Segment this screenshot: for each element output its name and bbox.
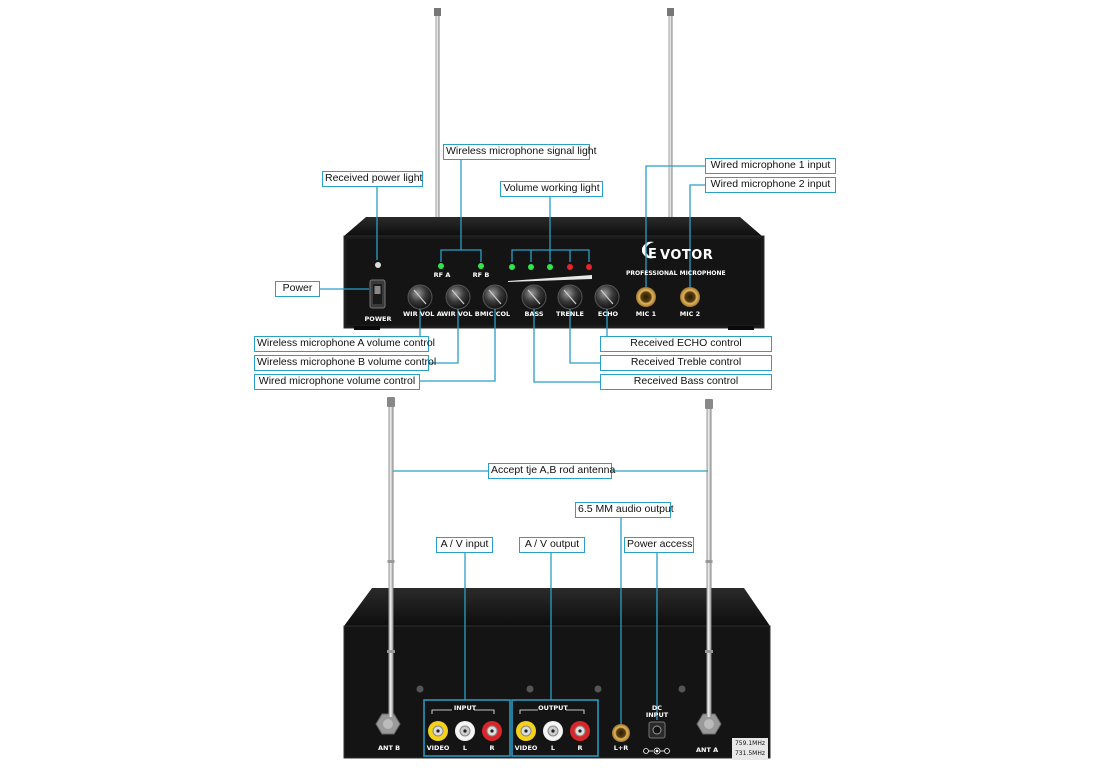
rf-b-label: RF B xyxy=(472,271,490,279)
screw xyxy=(526,685,534,693)
bass-label: BASS xyxy=(524,310,544,318)
callout-wired-mic2-input: Wired microphone 2 input xyxy=(705,177,836,193)
rf-a-led xyxy=(438,263,444,269)
ant-b-connector[interactable] xyxy=(375,713,401,735)
power-label: POWER xyxy=(364,315,392,323)
volume-led-3 xyxy=(547,264,553,270)
freq1-label: 759.1MHz xyxy=(734,740,765,747)
treble-label: TRENLE xyxy=(556,310,584,318)
video-out-label: VIDEO xyxy=(514,744,538,752)
input-label: INPUT xyxy=(453,704,477,712)
callout-volume-working-light: Volume working light xyxy=(500,181,603,197)
antenna-b xyxy=(387,397,395,717)
l-out-label: L xyxy=(550,744,556,752)
output-label: OUTPUT xyxy=(538,704,568,712)
dc-input-label: DC INPUT xyxy=(645,704,669,719)
callout-received-treble: Received Treble control xyxy=(600,355,772,371)
r-in-jack[interactable] xyxy=(482,721,502,741)
l-in-jack[interactable] xyxy=(455,721,475,741)
power-light-led xyxy=(375,262,381,268)
rf-b-led xyxy=(478,263,484,269)
r-in-label: R xyxy=(489,744,495,752)
r-out-jack[interactable] xyxy=(570,721,590,741)
callout-received-power-light: Received power light xyxy=(322,171,423,187)
callout-received-bass: Received Bass control xyxy=(600,374,772,390)
back-unit xyxy=(343,397,771,760)
antenna-a xyxy=(705,399,713,717)
echo-label: ECHO xyxy=(597,310,619,318)
volume-led-1 xyxy=(509,264,515,270)
video-in-label: VIDEO xyxy=(426,744,450,752)
dc-input-jack[interactable] xyxy=(648,721,666,739)
screw xyxy=(594,685,602,693)
ant-a-label: ANT A xyxy=(696,746,719,754)
polarity-symbol xyxy=(643,747,670,755)
screw xyxy=(416,685,424,693)
brand-subtitle: PROFESSIONAL MICROPHONE xyxy=(626,270,726,277)
volume-led-2 xyxy=(528,264,534,270)
video-in-jack[interactable] xyxy=(428,721,448,741)
leader-lines xyxy=(319,159,708,724)
callout-rod-antenna: Accept tje A,B rod antenna xyxy=(488,463,615,479)
callout-received-echo: Received ECHO control xyxy=(600,336,772,352)
front-antenna-left xyxy=(434,8,441,220)
callout-power-access: Power access xyxy=(624,537,694,553)
output-group-frame xyxy=(511,699,599,757)
frequency-sticker xyxy=(732,738,768,760)
mic2-label: MIC 2 xyxy=(679,310,701,318)
audio-out-65-jack[interactable] xyxy=(612,724,630,742)
mic1-jack[interactable] xyxy=(636,287,656,307)
callout-wireless-b-volume: Wireless microphone B volume control xyxy=(254,355,436,371)
front-antenna-right xyxy=(667,8,674,220)
wir-vol-b-label: WIR VOL B xyxy=(441,310,480,318)
callout-power: Power xyxy=(275,281,320,297)
l-out-jack[interactable] xyxy=(543,721,563,741)
video-out-jack[interactable] xyxy=(516,721,536,741)
volume-ramp xyxy=(508,275,592,282)
callout-wireless-a-volume: Wireless microphone A volume control xyxy=(254,336,435,352)
r-out-label: R xyxy=(577,744,583,752)
front-unit xyxy=(343,8,765,330)
ant-a-connector[interactable] xyxy=(696,713,722,735)
brand-logo xyxy=(642,241,654,259)
mic2-jack[interactable] xyxy=(680,287,700,307)
ant-b-label: ANT B xyxy=(378,744,401,752)
brand-name: VOTOR xyxy=(660,248,714,263)
rf-a-label: RF A xyxy=(433,271,451,279)
callout-wired-volume: Wired microphone volume control xyxy=(254,374,420,390)
mic-col-label: MIC COL xyxy=(479,310,511,318)
volume-led-4 xyxy=(567,264,573,270)
lr-label: L+R xyxy=(613,744,629,752)
callout-audio-output-65: 6.5 MM audio output xyxy=(575,502,674,518)
power-switch[interactable] xyxy=(369,279,386,309)
screw xyxy=(678,685,686,693)
callout-wireless-signal-light: Wireless microphone signal light xyxy=(443,144,597,160)
mic1-label: MIC 1 xyxy=(635,310,657,318)
brand-initial: E xyxy=(648,247,658,262)
callout-av-input: A / V input xyxy=(436,537,493,553)
wir-vol-a-label: WIR VOL A xyxy=(403,310,442,318)
input-group-frame xyxy=(423,699,511,757)
volume-led-5 xyxy=(586,264,592,270)
l-in-label: L xyxy=(462,744,468,752)
freq2-label: 731.5MHz xyxy=(734,750,765,757)
callout-av-output: A / V output xyxy=(519,537,585,553)
callout-wired-mic1-input: Wired microphone 1 input xyxy=(705,158,836,174)
